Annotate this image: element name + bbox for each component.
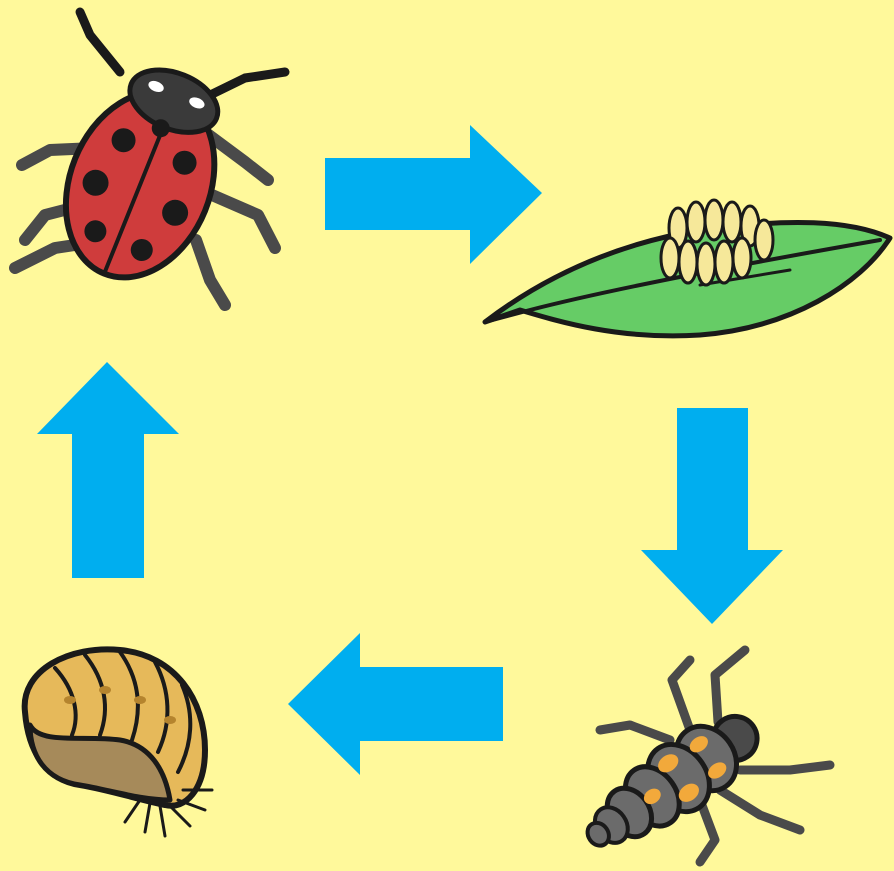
life-cycle-diagram [0,0,894,871]
